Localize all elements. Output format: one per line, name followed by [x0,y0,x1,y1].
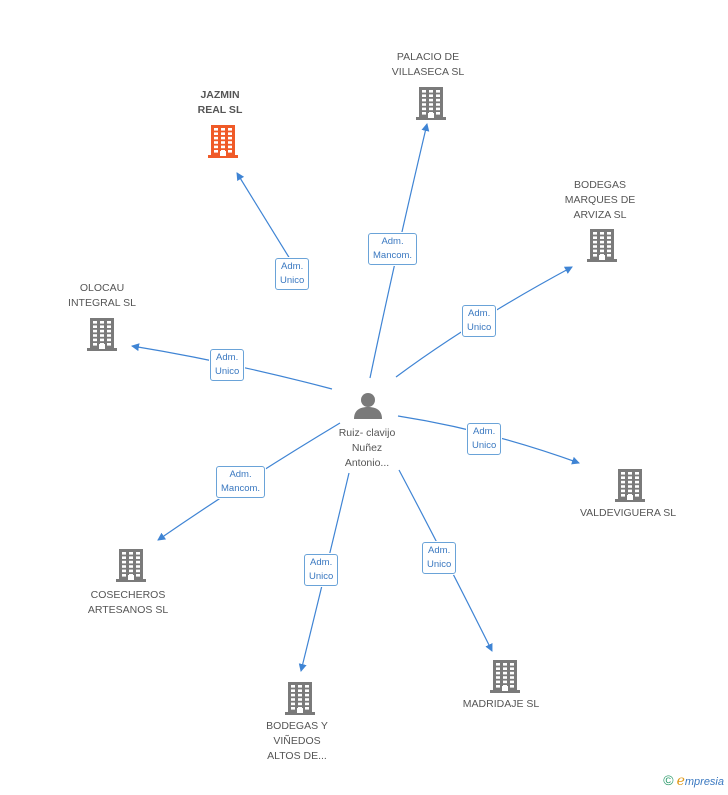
building-icon-wrap [614,468,646,502]
person-name: Ruiz- clavijo Nuñez Antonio... [338,427,396,469]
building-icon-wrap [115,548,147,582]
role-badge-cosecheros: Adm. Mancom. [216,466,266,498]
brand-rest: mpresia [684,776,724,788]
building-icon [490,660,520,693]
person-icon [354,393,382,419]
role-badge-bodegas-marques: Adm. Unico [462,305,497,337]
footer-brand: ©empresia [663,772,724,789]
building-icon-wrap [207,124,239,158]
role-badge-jazmin: Adm. Unico [275,258,310,290]
role-badge-olocau: Adm. Unico [210,349,245,381]
brand-e: e [676,773,685,789]
company-name: PALACIO DE VILLASECA SL [391,51,465,78]
role-badge-madridaje: Adm. Unico [422,542,457,574]
company-name: BODEGAS MARQUES DE ARVIZA SL [564,179,636,221]
edge-jazmin [236,172,291,260]
building-icon-wrap [415,86,447,120]
company-name: COSECHEROS ARTESANOS SL [87,589,169,616]
role-badge-bodegas-vinedos: Adm. Unico [304,554,339,586]
company-name: VALDEVIGUERA SL [579,507,677,519]
building-icon-wrap [284,681,316,715]
role-badge-palacio: Adm. Mancom. [368,233,418,265]
building-icon [285,682,315,715]
company-name: MADRIDAJE SL [462,698,540,710]
company-name: JAZMIN REAL SL [197,89,243,116]
building-icon [208,125,238,158]
company-name: OLOCAU INTEGRAL SL [68,282,136,309]
role-badge-valdeviguera: Adm. Unico [467,423,502,455]
building-icon-wrap [586,228,618,262]
building-icon [87,318,117,351]
building-icon-wrap [489,659,521,693]
copyright-icon: © [663,772,674,788]
company-name: BODEGAS Y VIÑEDOS ALTOS DE... [266,720,328,762]
building-icon [116,549,146,582]
building-icon [416,87,446,120]
building-icon-wrap [86,317,118,351]
building-icon [587,229,617,262]
building-icon [615,469,645,502]
